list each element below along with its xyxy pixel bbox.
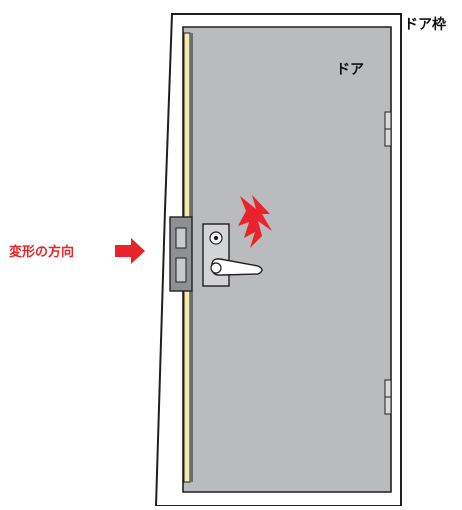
door-leaf [182,26,392,493]
jagged-lightning-icon [238,195,272,248]
door-frame-label: ドア枠 [404,17,446,33]
hinge-lower [384,379,392,415]
lock-assembly [169,216,263,292]
door-handle [211,258,263,276]
deformation-direction-label: 変形の方向 [9,245,75,260]
hinge-upper [384,111,392,147]
right-arrow-icon [115,238,145,264]
door-label: ドア [336,62,364,78]
